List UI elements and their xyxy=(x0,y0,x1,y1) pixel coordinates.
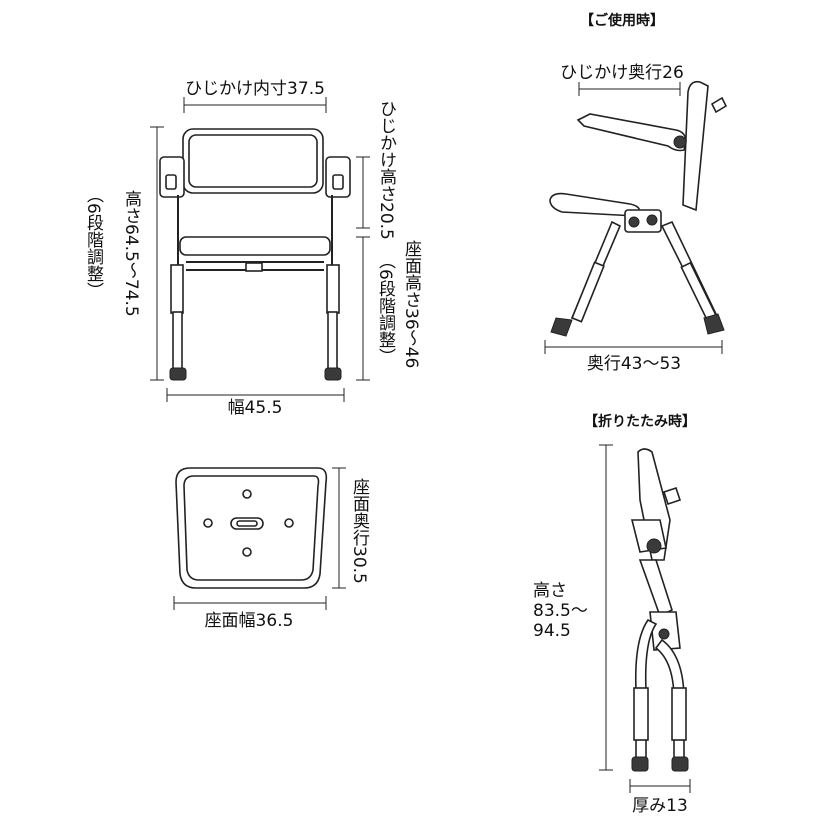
folded-header: 【折りたたみ時】 xyxy=(584,413,696,430)
folded-foot-front xyxy=(631,756,649,772)
seat-width-label: 座面幅36.5 xyxy=(205,611,294,631)
armrest-height-label: ひじかけ高さ20.5 xyxy=(376,100,396,240)
side-front-foot xyxy=(550,317,573,337)
seat-top-view xyxy=(175,467,328,589)
folded-thickness-label: 厚み13 xyxy=(632,796,688,816)
folded-foot-rear xyxy=(671,756,689,772)
left-upper-leg xyxy=(170,264,184,314)
seat-front xyxy=(179,236,331,256)
side-seat xyxy=(549,192,641,217)
folded-chair xyxy=(630,448,689,772)
left-foot xyxy=(169,367,187,381)
in-use-dimensions xyxy=(544,82,723,354)
folded-height-line1: 高さ xyxy=(533,581,567,601)
folded-height-line3: 94.5 xyxy=(533,621,571,641)
side-armrest xyxy=(576,113,687,152)
seat-depth-label: 座面奥行30.5 xyxy=(349,478,370,584)
armrest-depth-label: ひじかけ奥行26 xyxy=(560,63,684,83)
seat-height-note: （6段階調整） xyxy=(375,252,396,365)
armrest-inner-width-label: ひじかけ内寸37.5 xyxy=(185,79,325,99)
depth-label: 奥行43～53 xyxy=(587,354,681,374)
side-backrest xyxy=(682,80,709,212)
front-height-label: 高さ64.5～74.5 xyxy=(121,190,141,317)
front-width-label: 幅45.5 xyxy=(228,398,283,418)
right-lower-leg xyxy=(327,311,338,371)
side-view-chair xyxy=(549,80,728,337)
front-height-note: （6段階調整） xyxy=(83,186,104,299)
side-rear-foot xyxy=(703,313,725,335)
folded-seat xyxy=(638,559,673,618)
seat-height-label: 座面高さ36～46 xyxy=(401,240,422,368)
left-lower-leg xyxy=(172,311,183,371)
in-use-header: 【ご使用時】 xyxy=(580,12,664,29)
right-foot xyxy=(324,367,342,381)
front-view-chair xyxy=(159,128,351,381)
folded-height-line2: 83.5～ xyxy=(533,601,588,621)
backrest-pad xyxy=(188,134,318,188)
front-view-dimensions xyxy=(150,97,370,402)
seat-top-dimensions xyxy=(173,467,346,610)
right-upper-leg xyxy=(326,264,340,314)
folded-dimensions xyxy=(599,444,691,793)
